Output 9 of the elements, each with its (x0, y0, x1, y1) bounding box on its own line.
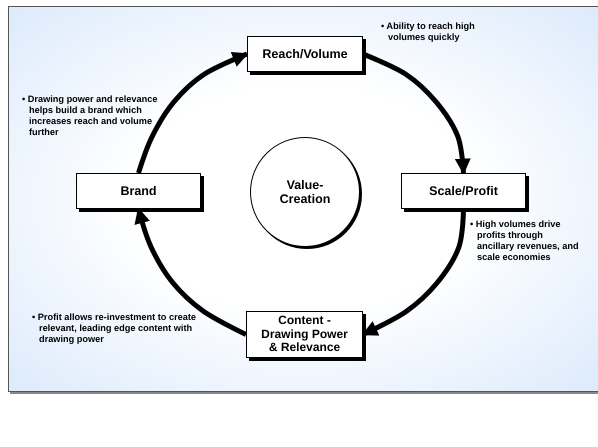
bullet-note: • High volumes drive profits through ancillary revenues, and scale economies (470, 219, 580, 264)
process-box: Reach/Volume (247, 36, 363, 72)
process-box: Brand (76, 173, 201, 209)
process-box: Scale/Profit (401, 173, 526, 209)
bullet-note: • Drawing power and relevance helps build a brand which increases reach and volume further (22, 94, 158, 138)
process-box: Content - Drawing Power & Relevance (246, 311, 363, 358)
bullet-note: • Profit allows re-investment to create relevant, leading edge content with drawing power (32, 312, 198, 346)
bullet-note: • Ability to reach high volumes quickly (381, 21, 476, 44)
curved-arrow (136, 52, 248, 174)
